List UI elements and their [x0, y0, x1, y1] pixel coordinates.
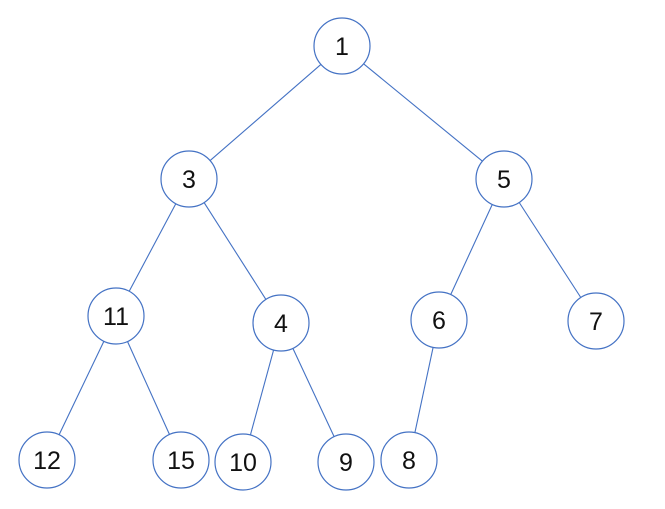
- node-label-4: 4: [274, 310, 288, 338]
- tree-node-6: 6: [410, 291, 468, 349]
- edge-11-15: [126, 341, 171, 435]
- node-circle-4: [252, 294, 310, 352]
- node-circle-9: [317, 433, 375, 491]
- edge-4-9: [292, 348, 335, 437]
- node-label-10: 10: [229, 449, 257, 477]
- node-circle-1: [313, 17, 371, 75]
- node-label-7: 7: [589, 308, 603, 336]
- node-circle-5: [475, 150, 533, 208]
- tree-nodes: 1 3 5 11 4 6 7 12 15 10 9 8: [18, 17, 625, 491]
- edge-3-11: [128, 203, 177, 292]
- node-label-12: 12: [33, 447, 61, 475]
- tree-node-3: 3: [160, 150, 218, 208]
- tree-node-12: 12: [18, 431, 76, 489]
- node-circle-12: [18, 431, 76, 489]
- node-label-6: 6: [432, 307, 446, 335]
- edge-6-8: [414, 347, 434, 433]
- node-label-5: 5: [497, 166, 511, 194]
- tree-node-10: 10: [214, 433, 272, 491]
- tree-node-7: 7: [567, 292, 625, 350]
- edge-11-12: [58, 341, 105, 435]
- tree-node-8: 8: [380, 431, 438, 489]
- node-circle-11: [87, 287, 145, 345]
- edge-4-10: [249, 349, 275, 436]
- node-circle-6: [410, 291, 468, 349]
- tree-node-11: 11: [87, 287, 145, 345]
- node-circle-3: [160, 150, 218, 208]
- edge-5-6: [450, 204, 493, 295]
- edge-5-7: [518, 202, 582, 298]
- node-label-15: 15: [167, 447, 195, 475]
- tree-node-4: 4: [252, 294, 310, 352]
- node-label-11: 11: [103, 303, 129, 331]
- tree-node-5: 5: [475, 150, 533, 208]
- tree-node-1: 1: [313, 17, 371, 75]
- tree-node-9: 9: [317, 433, 375, 491]
- node-circle-15: [152, 431, 210, 489]
- node-label-9: 9: [339, 449, 353, 477]
- node-label-3: 3: [182, 166, 196, 194]
- node-circle-7: [567, 292, 625, 350]
- node-label-1: 1: [335, 33, 349, 61]
- edge-1-3: [209, 63, 322, 162]
- edge-3-4: [203, 202, 267, 300]
- tree-node-15: 15: [152, 431, 210, 489]
- edge-1-5: [363, 63, 483, 162]
- node-circle-10: [214, 433, 272, 491]
- node-circle-8: [380, 431, 438, 489]
- tree-edges: [58, 63, 582, 437]
- node-label-8: 8: [402, 447, 416, 475]
